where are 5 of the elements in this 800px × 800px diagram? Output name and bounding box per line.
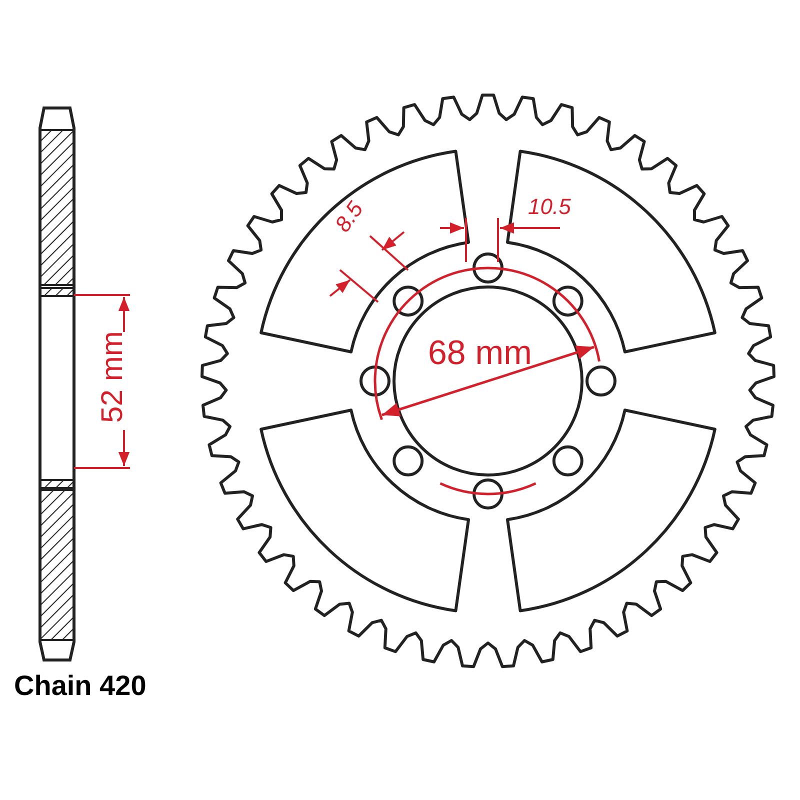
chain-size-label: Chain 420 bbox=[14, 672, 146, 700]
dimension-value: 8.5 bbox=[332, 198, 368, 236]
dimension-value: 68 mm bbox=[428, 336, 532, 370]
dimension-value: 52 mm bbox=[98, 330, 128, 425]
dimension-value: 10.5 bbox=[528, 196, 571, 218]
